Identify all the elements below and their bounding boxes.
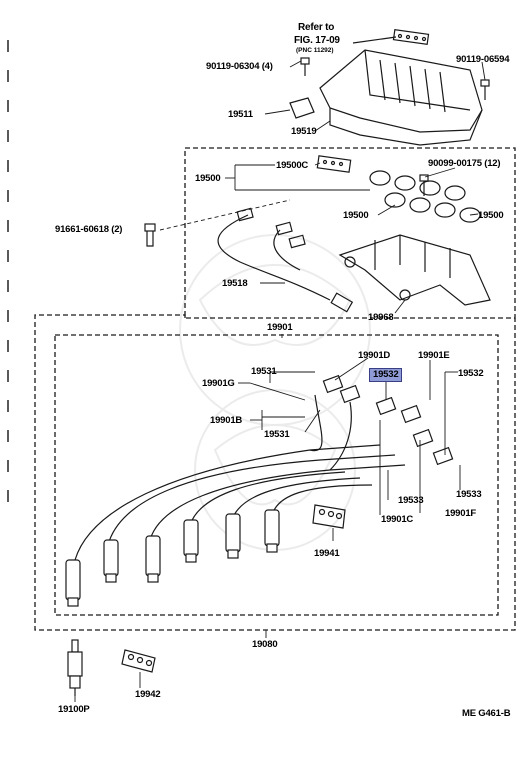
part-number-19941[interactable]: 19941 (314, 548, 340, 559)
part-number-19500-right[interactable]: 19500 (478, 210, 504, 221)
part-number-19901b[interactable]: 19901B (210, 415, 243, 426)
part-number-19942[interactable]: 19942 (135, 689, 161, 700)
figure-code: ME G461-B (462, 708, 511, 719)
coil-boots (322, 374, 454, 466)
bolt-mid-right-icon (419, 174, 429, 196)
part-number-19901f[interactable]: 19901F (445, 508, 477, 519)
part-number-19533-left[interactable]: 19533 (398, 495, 424, 506)
part-number-19533-right[interactable]: 19533 (456, 489, 482, 500)
part-number-19532-right[interactable]: 19532 (458, 368, 484, 379)
bolt-top-left-icon (300, 57, 310, 76)
coil-bracket-19968 (338, 234, 491, 306)
spark-plug-19100p (67, 639, 83, 696)
part-number-19901c[interactable]: 19901C (381, 514, 414, 525)
part-number-19901[interactable]: 19901 (267, 322, 293, 333)
part-number-19901e[interactable]: 19901E (418, 350, 450, 361)
pnc-reference: (PNC 11292) (296, 47, 334, 54)
refer-to-label: Refer to (298, 22, 335, 33)
plug-boots (65, 509, 280, 607)
part-number-90119-06304[interactable]: 90119-06304 (4) (206, 61, 273, 72)
part-number-19531-top[interactable]: 19531 (251, 366, 277, 377)
part-number-19519[interactable]: 19519 (291, 126, 317, 137)
part-number-19901g[interactable]: 19901G (202, 378, 235, 389)
part-number-19511[interactable]: 19511 (228, 109, 253, 120)
part-number-19500-mid[interactable]: 19500 (343, 210, 369, 221)
part-number-19968[interactable]: 19968 (368, 312, 394, 323)
bolt-left-icon (144, 223, 156, 247)
part-number-19500-left[interactable]: 19500 (195, 173, 221, 184)
coil-cover (319, 29, 483, 146)
bolt-top-right-icon (480, 79, 490, 100)
assembly-outline (34, 147, 516, 631)
part-number-90119-06594[interactable]: 90119-06594 (456, 54, 510, 65)
cord-clamp-19942 (121, 649, 156, 673)
cord-clamp-19941 (312, 504, 346, 529)
spark-plug-cords (74, 394, 406, 561)
wire-harness-19518 (217, 207, 354, 313)
part-number-19531-bottom[interactable]: 19531 (264, 429, 290, 440)
part-number-90099-00175[interactable]: 90099-00175 (12) (428, 158, 501, 169)
fig-reference-link[interactable]: FIG. 17-09 (294, 35, 340, 46)
part-number-19100p[interactable]: 19100P (58, 704, 90, 715)
bracket-19511 (289, 97, 315, 119)
part-number-19518[interactable]: 19518 (222, 278, 248, 289)
part-number-91661-60618[interactable]: 91661-60618 (2) (55, 224, 123, 235)
part-number-19901d[interactable]: 19901D (358, 350, 391, 361)
part-number-19500c[interactable]: 19500C (276, 160, 309, 171)
part-number-19532-highlighted[interactable]: 19532 (369, 368, 403, 382)
ignition-coils (316, 155, 481, 223)
leader-lines (74, 60, 486, 702)
part-number-19080[interactable]: 19080 (252, 639, 278, 650)
